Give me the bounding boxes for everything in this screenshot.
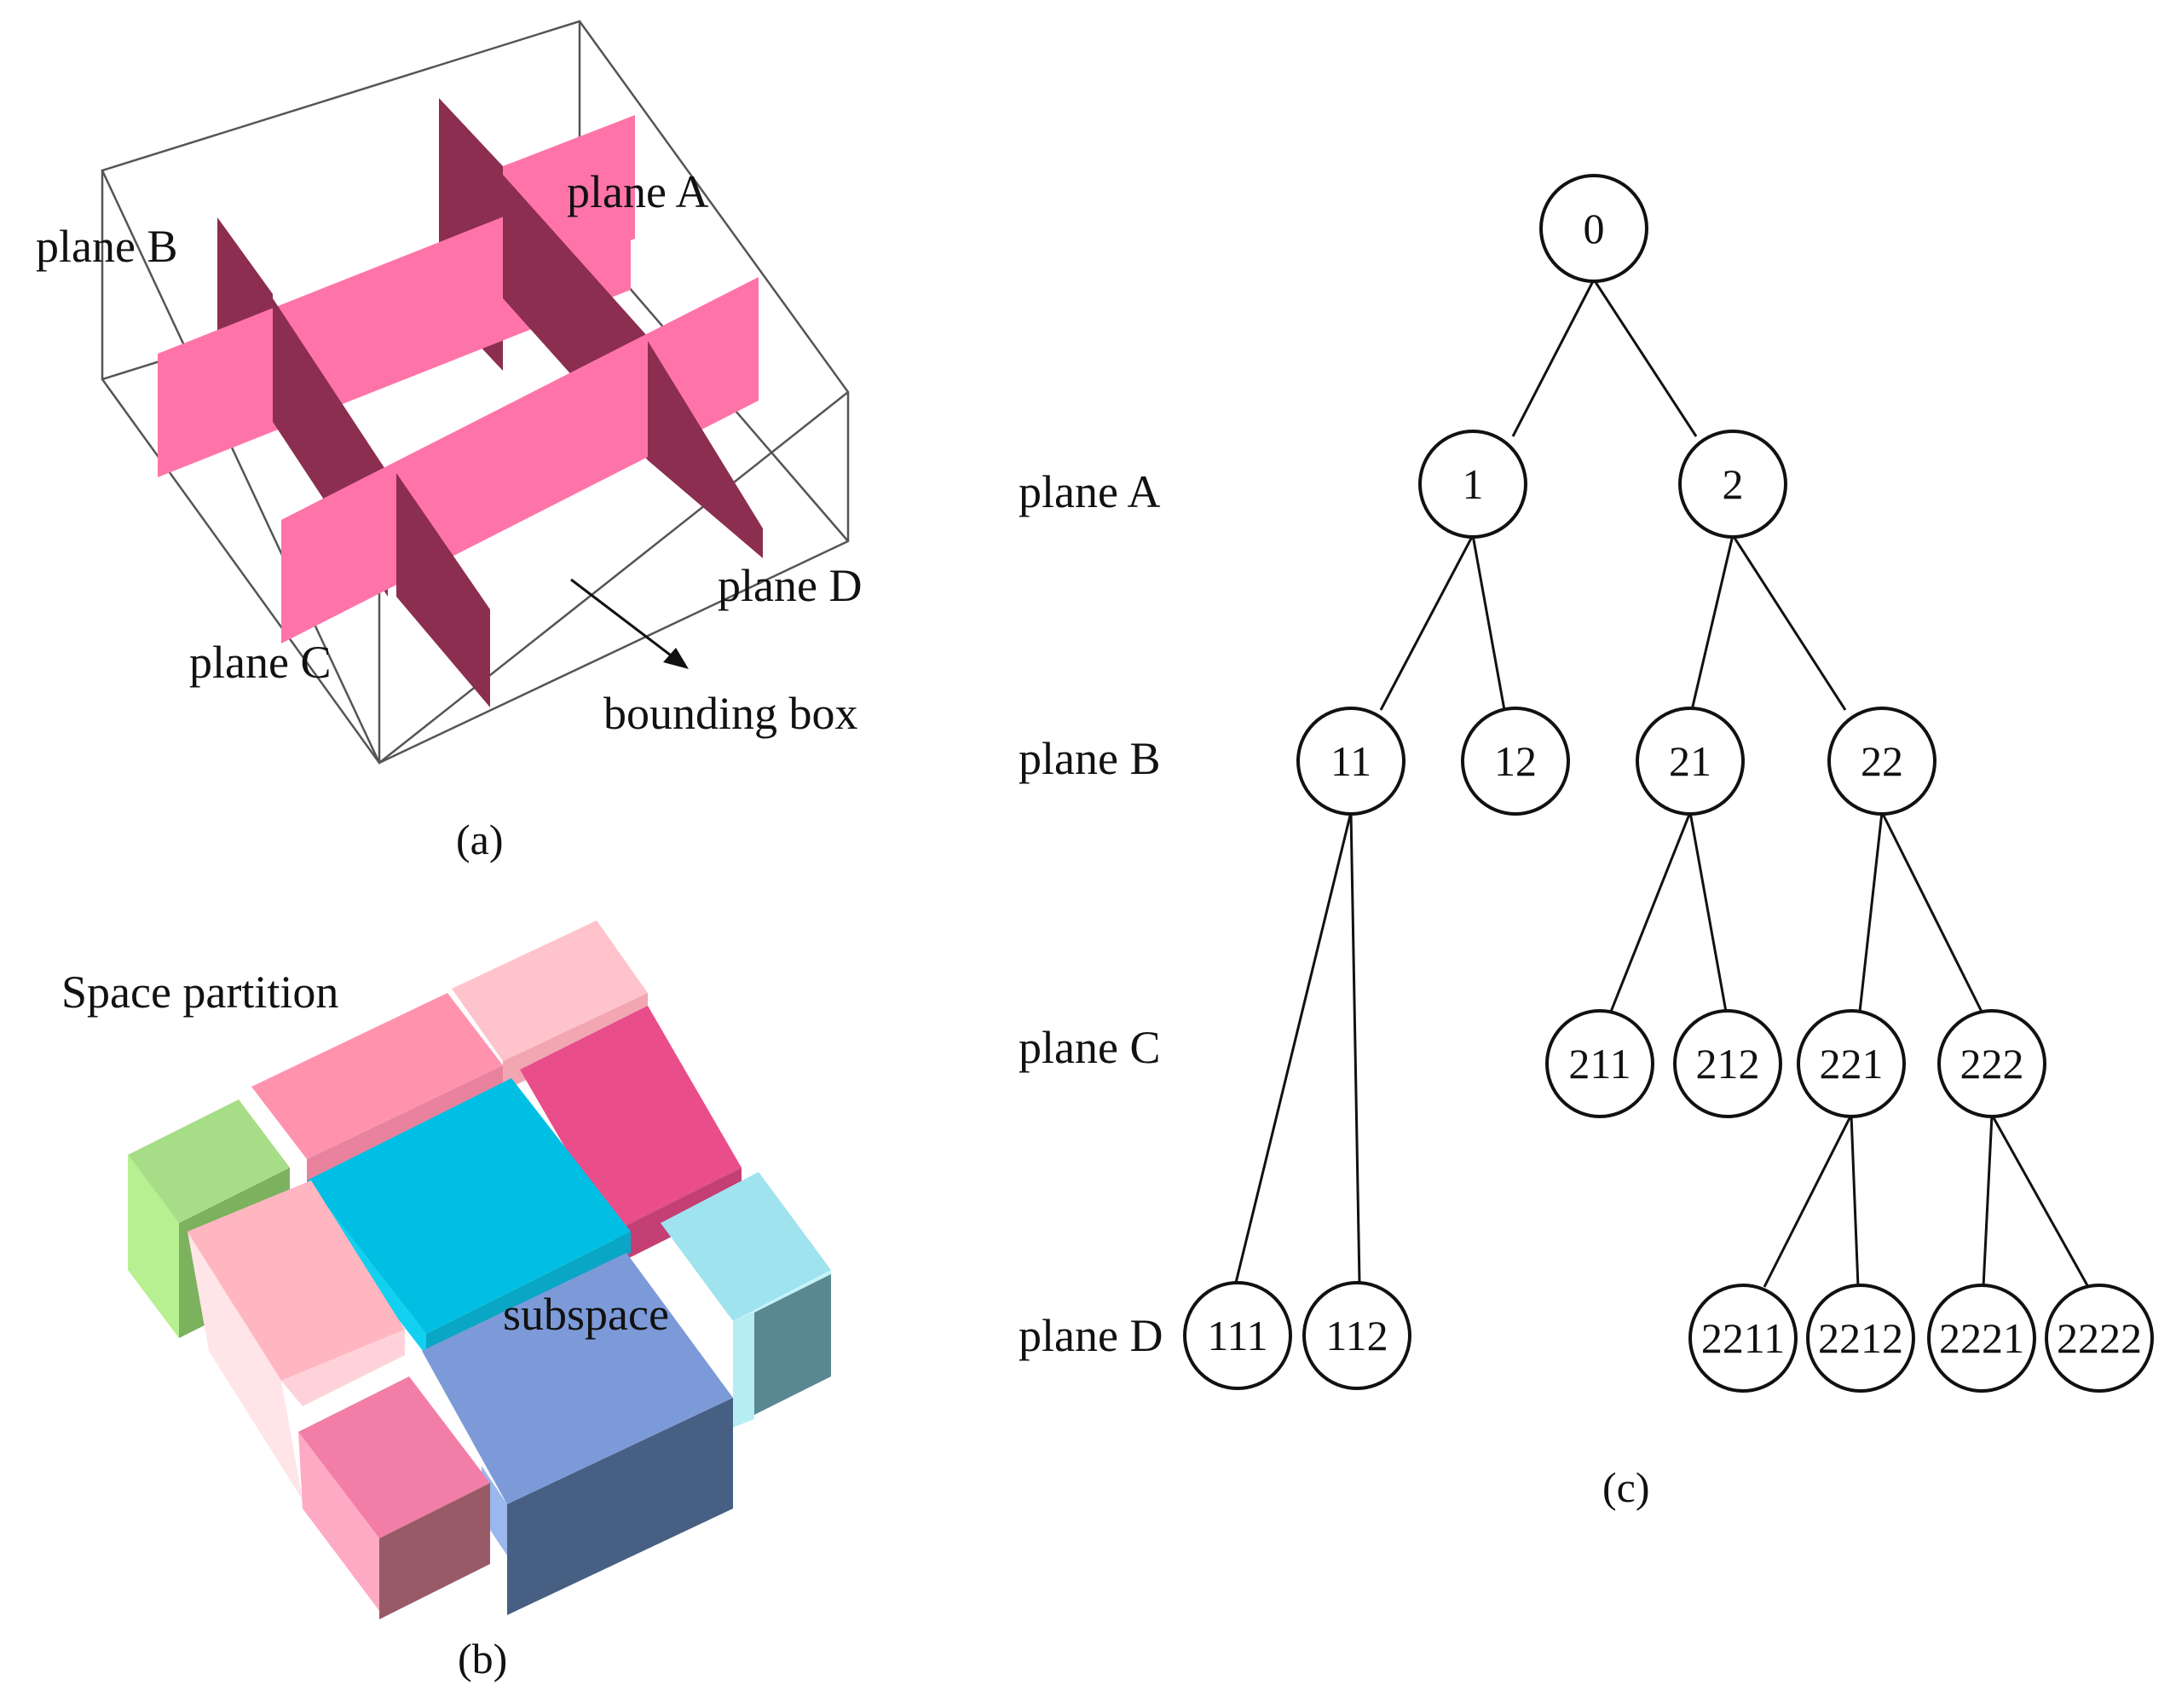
node-label: 2212 (1818, 1314, 1903, 1362)
node-label: 21 (1669, 737, 1711, 785)
label-bounding-box: bounding box (603, 688, 858, 739)
edge-2-21 (1690, 534, 1734, 711)
node-label: 212 (1696, 1040, 1760, 1088)
tree-node-12: 12 (1461, 707, 1570, 816)
edge-221-2211 (1763, 1114, 1853, 1288)
edge-222-2221 (1982, 1114, 1994, 1288)
level-label-plane-c: plane C (1019, 1022, 1160, 1073)
bounding-box-arrow (570, 578, 689, 669)
node-label: 211 (1568, 1040, 1631, 1088)
label-plane-c: plane C (189, 637, 331, 688)
tree-node-212: 212 (1673, 1009, 1782, 1118)
edge-11-111 (1234, 811, 1353, 1284)
label-plane-d: plane D (718, 560, 862, 611)
node-label: 112 (1325, 1312, 1388, 1359)
edge-1-12 (1471, 534, 1506, 711)
label-space-partition: Space partition (61, 967, 338, 1018)
block-pink-left (188, 1180, 405, 1500)
panel-a-partition-planes: plane A plane B plane C plane D bounding… (36, 20, 862, 863)
label-subspace: subspace (503, 1289, 669, 1340)
edge-0-1 (1511, 279, 1596, 437)
tree-node-21: 21 (1636, 707, 1745, 816)
node-label: 221 (1820, 1040, 1884, 1088)
node-label: 0 (1584, 205, 1605, 252)
node-label: 2211 (1701, 1314, 1785, 1362)
level-label-plane-b: plane B (1019, 733, 1160, 784)
node-label: 2221 (1939, 1314, 2024, 1362)
level-label-plane-a: plane A (1019, 466, 1160, 517)
node-label: 2222 (2057, 1314, 2142, 1362)
node-label: 111 (1207, 1312, 1267, 1359)
edge-221-2212 (1850, 1114, 1860, 1288)
caption-c: (c) (1602, 1463, 1650, 1511)
caption-b: (b) (458, 1635, 507, 1682)
node-label: 222 (1960, 1040, 2024, 1088)
tree-node-111: 111 (1183, 1281, 1292, 1390)
tree-node-2211: 2211 (1688, 1284, 1798, 1393)
edge-11-112 (1349, 811, 1361, 1284)
node-label: 22 (1861, 737, 1903, 785)
node-label: 11 (1330, 737, 1371, 785)
tree-node-11: 11 (1296, 707, 1405, 816)
edge-222-2222 (1990, 1114, 2090, 1288)
level-label-plane-d: plane D (1019, 1310, 1163, 1361)
tree-node-211: 211 (1545, 1009, 1654, 1118)
tree-node-2222: 2222 (2045, 1284, 2154, 1393)
block-light-cyan (661, 1172, 831, 1428)
edge-21-212 (1688, 811, 1728, 1013)
tree-node-221: 221 (1797, 1009, 1906, 1118)
tree-node-1: 1 (1418, 430, 1527, 539)
block-pink-front (298, 1376, 490, 1619)
node-label: 2 (1723, 460, 1744, 508)
caption-a: (a) (456, 816, 504, 863)
tree-node-2212: 2212 (1806, 1284, 1915, 1393)
panel-b-space-partition: Space partition subspace (b) (61, 920, 831, 1682)
tree-node-2221: 2221 (1927, 1284, 2036, 1393)
plane-front-dark (396, 341, 763, 707)
edge-22-222 (1880, 811, 1983, 1013)
edge-21-211 (1609, 811, 1692, 1013)
panel-c-bsp-tree: plane A plane B plane C plane D 0 (1019, 174, 2154, 1511)
edge-0-2 (1592, 279, 1698, 437)
tree-node-0: 0 (1539, 174, 1648, 283)
tree-node-22: 22 (1827, 707, 1936, 816)
tree-node-2: 2 (1678, 430, 1787, 539)
tree-node-222: 222 (1937, 1009, 2046, 1118)
block-pink-top (251, 993, 503, 1185)
label-plane-b: plane B (36, 221, 177, 272)
node-label: 1 (1463, 460, 1484, 508)
edge-2-22 (1731, 534, 1847, 711)
label-plane-a: plane A (567, 166, 708, 217)
edge-22-221 (1858, 811, 1884, 1013)
tree-edges (1234, 279, 2090, 1288)
node-label: 12 (1494, 737, 1537, 785)
edge-1-11 (1379, 534, 1475, 711)
tree-node-112: 112 (1302, 1281, 1411, 1390)
